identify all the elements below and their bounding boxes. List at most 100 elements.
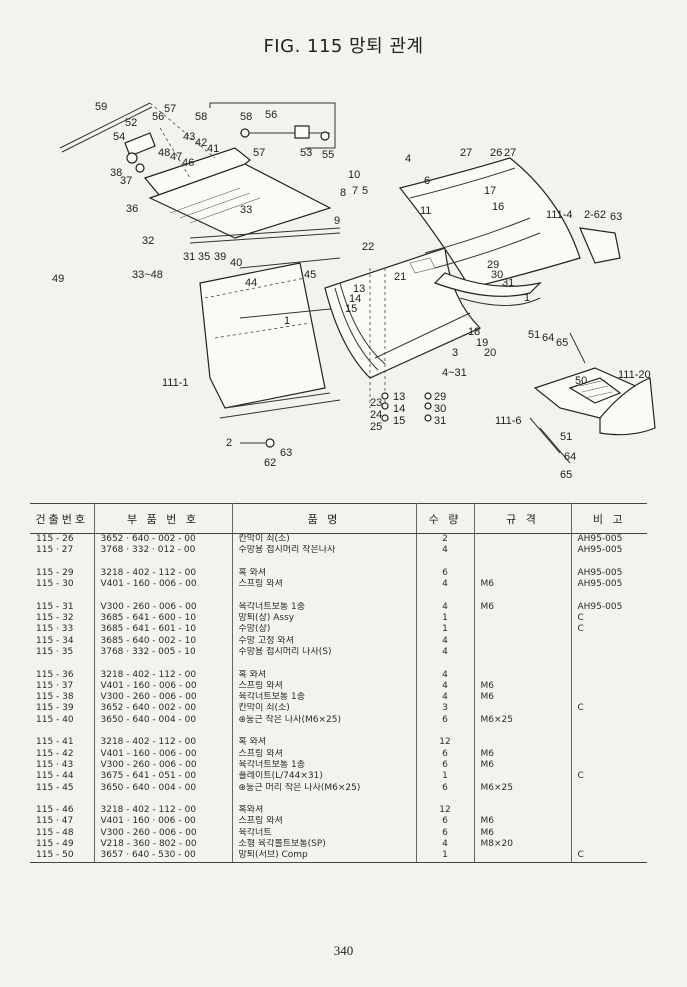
spacer-cell — [232, 658, 417, 670]
cell-no: 115 · 27 — [30, 545, 95, 557]
cell-no: 115 · 35 — [30, 646, 95, 659]
cell-qty: 2 — [416, 533, 475, 546]
cell-name: 스프링 와셔 — [232, 680, 417, 693]
spacer-cell — [30, 658, 95, 670]
cell-qty: 1 — [416, 771, 475, 783]
cell-note: AH95-005 — [577, 545, 623, 556]
cell-part: 3218 - 402 - 112 - 00 — [94, 567, 233, 580]
spacer-cell — [474, 590, 572, 602]
cell-qty: 1 — [416, 850, 475, 863]
cell-qty: 4 — [416, 635, 475, 647]
cell-no: 115 · 43 — [30, 759, 95, 772]
cell-note — [571, 647, 647, 658]
svg-text:59: 59 — [95, 101, 107, 113]
cell-note: C — [571, 850, 647, 863]
spacer-cell — [30, 556, 95, 568]
cell-name: 혹와셔 — [232, 805, 417, 817]
spacer-cell — [571, 726, 647, 737]
svg-text:27: 27 — [504, 147, 516, 159]
upper-rail-assembly — [59, 102, 341, 269]
svg-text:65: 65 — [560, 469, 572, 481]
cell-spec: M6×25 — [474, 714, 572, 727]
svg-text:58: 58 — [240, 111, 252, 123]
cell-name: 육각너트 — [232, 827, 417, 840]
svg-text:17: 17 — [484, 185, 496, 197]
cell-no: 115 - 46 — [30, 805, 95, 817]
spacer-cell — [94, 726, 233, 738]
cell-part: V218 - 360 - 802 - 00 — [94, 839, 233, 851]
cell-note: C — [577, 703, 584, 714]
svg-text:45: 45 — [304, 269, 316, 281]
spacer-cell — [30, 726, 95, 738]
cell-name: 혹 와셔 — [232, 567, 417, 580]
svg-text:47: 47 — [170, 151, 182, 163]
cell-no: 115 - 36 — [30, 669, 95, 681]
cell-spec — [474, 567, 572, 580]
cell-note — [571, 636, 647, 647]
spacer-cell — [30, 590, 95, 602]
svg-text:6: 6 — [424, 175, 430, 187]
svg-text:41: 41 — [207, 143, 219, 155]
cell-spec: M6 — [474, 827, 572, 840]
cell-note — [571, 783, 647, 794]
cell-note: C — [577, 613, 584, 624]
svg-text:19: 19 — [476, 337, 488, 349]
svg-text:58: 58 — [195, 111, 207, 123]
table-spacer-row — [30, 556, 647, 568]
cell-qty: 6 — [416, 748, 475, 760]
svg-text:21: 21 — [394, 271, 406, 283]
svg-text:30: 30 — [434, 403, 446, 415]
svg-text:50: 50 — [575, 375, 587, 387]
cell-part: 3652 · 640 - 002 - 00 — [94, 533, 233, 546]
svg-text:2: 2 — [226, 437, 232, 449]
svg-text:22: 22 — [362, 241, 374, 253]
cell-no: 115 - 44 — [30, 771, 95, 783]
col-header-quantity: 수 량 — [416, 503, 475, 534]
col-header-part-number: 부 품 번 호 — [94, 503, 233, 534]
svg-text:44: 44 — [245, 277, 257, 289]
cell-note — [571, 737, 647, 748]
cell-spec: M6 — [474, 579, 572, 591]
cell-qty: 1 — [416, 613, 475, 625]
svg-text:63: 63 — [280, 447, 292, 459]
svg-text:32: 32 — [142, 235, 154, 247]
spacer-cell — [474, 556, 572, 568]
cell-no: 115 - 45 — [30, 782, 95, 794]
svg-text:54: 54 — [113, 131, 125, 143]
cell-qty: 4 — [416, 646, 475, 659]
svg-text:62: 62 — [264, 457, 276, 469]
cell-qty: 4 — [416, 839, 475, 851]
spacer-cell — [416, 793, 475, 806]
cell-spec — [474, 703, 572, 715]
spacer-cell — [416, 590, 475, 602]
svg-text:56: 56 — [265, 109, 277, 121]
cell-no: 115 - 34 — [30, 635, 95, 647]
svg-text:31: 31 — [434, 415, 446, 427]
cell-qty: 1 — [416, 624, 475, 636]
cell-spec: M6 — [474, 759, 572, 772]
cell-part: V300 - 260 - 006 - 00 — [94, 601, 233, 614]
cell-note — [571, 715, 647, 726]
cell-qty: 6 — [416, 759, 475, 772]
svg-text:3: 3 — [452, 347, 458, 359]
cell-no: 115 - 30 — [30, 579, 95, 591]
cell-name: 망퇴(상) Assy — [232, 613, 417, 625]
svg-text:55: 55 — [322, 149, 334, 161]
cell-no: 115 - 26 — [30, 533, 95, 546]
cell-part: V300 - 260 - 006 - 00 — [94, 759, 233, 772]
cell-name: 스프링 와셔 — [232, 748, 417, 760]
svg-text:49: 49 — [52, 273, 64, 285]
cell-note — [571, 839, 647, 850]
svg-text:31: 31 — [502, 277, 514, 289]
svg-text:36: 36 — [126, 203, 138, 215]
spacer-cell — [232, 793, 417, 806]
